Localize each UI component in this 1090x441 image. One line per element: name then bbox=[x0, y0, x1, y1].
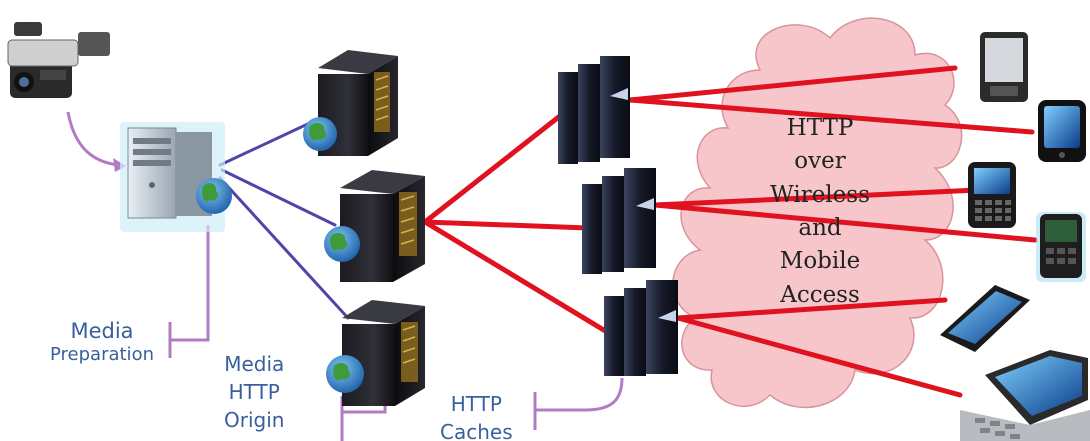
origin-server-top bbox=[303, 50, 398, 156]
media-preparation-label: Media Preparation bbox=[50, 318, 154, 367]
client-links bbox=[627, 65, 1038, 398]
media-http-origin-label: Media HTTP Origin bbox=[224, 350, 284, 434]
cloud-line: Wireless bbox=[770, 181, 870, 208]
bracket-caches bbox=[533, 377, 624, 430]
pda-phone-icon bbox=[980, 32, 1028, 102]
label-line: HTTP bbox=[450, 392, 502, 416]
cloud-line: and bbox=[798, 215, 842, 242]
feature-phone-icon bbox=[1036, 212, 1086, 282]
smartphone-icon bbox=[1038, 100, 1086, 162]
origin-links bbox=[218, 120, 350, 320]
label-line: Media bbox=[70, 319, 134, 343]
cloud-line: Access bbox=[780, 281, 860, 308]
cloud-label: HTTP over Wireless and Mobile Access bbox=[740, 112, 900, 312]
label-line: Origin bbox=[224, 408, 285, 432]
cache-cluster-bottom bbox=[604, 280, 678, 376]
http-caches-label: HTTP Caches bbox=[440, 390, 513, 441]
label-line: Preparation bbox=[50, 344, 154, 366]
camera-arrow bbox=[66, 111, 126, 172]
workstation-globe-icon bbox=[120, 122, 232, 232]
cloud-line: Mobile bbox=[779, 248, 861, 275]
cloud-line: HTTP bbox=[786, 115, 854, 141]
bracket-preparation bbox=[168, 225, 210, 358]
label-line: HTTP bbox=[228, 380, 280, 404]
laptop-icon bbox=[960, 350, 1090, 441]
label-line: Caches bbox=[440, 420, 513, 441]
video-camera-icon bbox=[7, 22, 110, 98]
cache-cluster-top bbox=[558, 56, 630, 164]
origin-server-bottom bbox=[326, 300, 425, 406]
origin-server-middle bbox=[324, 170, 425, 282]
tablet-phone-icon bbox=[940, 285, 1030, 352]
cache-links bbox=[422, 109, 615, 338]
cloud-line: over bbox=[794, 148, 846, 175]
blackberry-icon bbox=[968, 162, 1016, 228]
label-line: Media bbox=[224, 352, 285, 376]
cache-cluster-middle bbox=[582, 168, 656, 274]
